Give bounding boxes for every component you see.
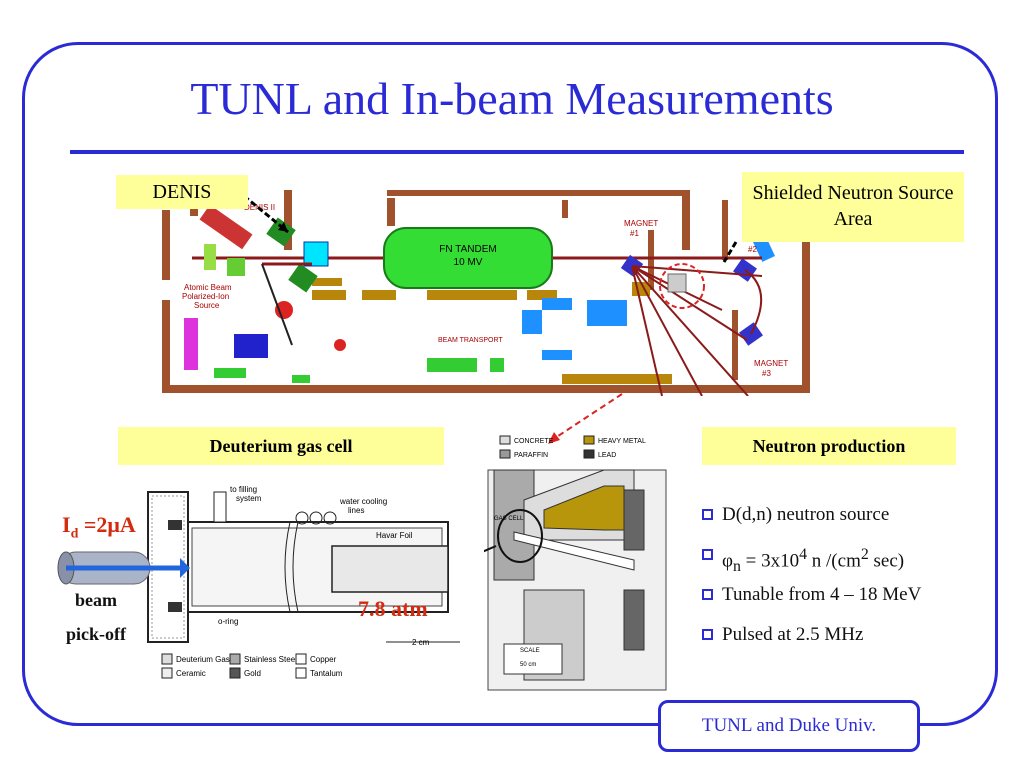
beam-transport-label: BEAM TRANSPORT <box>438 337 503 344</box>
to-filling-label-2: system <box>236 494 262 503</box>
water-label-1: water cooling <box>339 497 387 506</box>
callout-neutron-production: Neutron production <box>702 427 956 465</box>
checkbox-icon <box>702 589 713 600</box>
magnet3-label-a: MAGNET <box>754 359 788 368</box>
gas-cell-tag: GAS CELL <box>494 516 524 522</box>
bullet-item: Tunable from 4 – 18 MeV <box>702 580 1002 620</box>
pickoff-label: pick-off <box>66 624 126 644</box>
shield-legend-heavy-metal: HEAVY METAL <box>598 438 646 445</box>
bullet-item: D(d,n) neutron source <box>702 500 1002 540</box>
water-label-2: lines <box>348 506 364 515</box>
magnet1-label-a: MAGNET <box>624 219 658 228</box>
magnet3-label-b: #3 <box>762 369 771 378</box>
legend-tantalum: Tantalum <box>310 669 343 678</box>
beam-label: beam <box>75 590 117 610</box>
shield-legend-lead: LEAD <box>598 452 616 459</box>
connector-arrow <box>548 393 623 444</box>
oring-label: o-ring <box>218 617 238 626</box>
tandem-label-2: 10 MV <box>454 257 483 268</box>
legend-gold: Gold <box>244 669 261 678</box>
pressure-label: 7.8 atm <box>358 596 428 621</box>
callout-denis: DENIS <box>116 175 248 209</box>
scale-label: 2 cm <box>412 638 430 647</box>
atomic-label-3: Source <box>194 301 220 310</box>
to-filling-label-1: to filling <box>230 485 257 494</box>
callout-deuterium-gas-cell: Deuterium gas cell <box>118 427 444 465</box>
havar-label: Havar Foil <box>376 531 413 540</box>
checkbox-icon <box>702 549 713 560</box>
title-divider <box>70 150 964 154</box>
scale-title: SCALE <box>520 648 540 654</box>
gas-cell-diagram: to filling system water cooling lines Ha… <box>57 485 460 679</box>
atomic-label-1: Atomic Beam <box>184 283 232 292</box>
bullet-item: φn = 3x104 n /(cm2 sec) <box>702 540 1002 580</box>
checkbox-icon <box>702 629 713 640</box>
shield-legend-concrete: CONCRETE <box>514 438 554 445</box>
checkbox-icon <box>702 509 713 520</box>
tandem-label-1: FN TANDEM <box>439 244 496 255</box>
legend-copper: Copper <box>310 655 337 664</box>
shield-diagram: CONCRETE HEAVY METAL PARAFFIN LEAD GAS C… <box>484 435 667 691</box>
footer-label: TUNL and Duke Univ. <box>658 700 920 752</box>
bullet-item: Pulsed at 2.5 MHz <box>702 620 1002 660</box>
beam-current-label: Id =2μA <box>62 512 136 542</box>
slide-title: TUNL and In-beam Measurements <box>190 73 834 124</box>
facility-floor-plan: FN TANDEM 10 MV DENIS II Atomic Beam Pol… <box>162 190 810 396</box>
atomic-label-2: Polarized-Ion <box>182 292 229 301</box>
scale-value: 50 cm <box>520 662 536 668</box>
legend-ceramic: Ceramic <box>176 669 206 678</box>
legend-deuterium-gas: Deuterium Gas <box>176 655 230 664</box>
magnet1-label-b: #1 <box>630 229 639 238</box>
callout-shielded-area: Shielded Neutron Source Area <box>742 172 964 242</box>
magnet2-label: #2 <box>748 245 757 254</box>
legend-stainless-steel: Stainless Steel <box>244 655 297 664</box>
bullet-list: D(d,n) neutron source φn = 3x104 n /(cm2… <box>702 500 1002 660</box>
shield-legend-paraffin: PARAFFIN <box>514 452 548 459</box>
slide-frame <box>22 42 998 726</box>
